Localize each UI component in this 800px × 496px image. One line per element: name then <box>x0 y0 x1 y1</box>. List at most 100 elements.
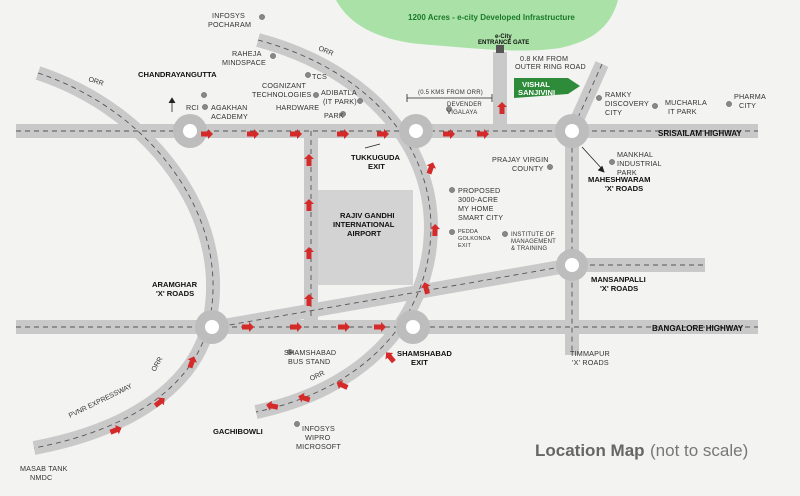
arrow <box>443 129 455 139</box>
mansanpalli-line2: 'X' ROADS <box>600 284 638 293</box>
chandrayangutta-label: CHANDRAYANGUTTA <box>138 70 217 79</box>
arrow <box>201 129 213 139</box>
shamshabad-line2: EXIT <box>411 358 428 367</box>
arrow <box>298 392 311 403</box>
arrow <box>337 129 349 139</box>
green-area-text: 1200 Acres - e-city Developed Infrastruc… <box>408 13 575 22</box>
chandrayangutta-roundabout <box>173 114 207 148</box>
orr-label-4: ORR <box>309 370 326 383</box>
maheshwaram-line2: 'X' ROADS <box>605 184 643 193</box>
arrow <box>338 322 350 332</box>
roundabouts <box>173 114 589 344</box>
arrow <box>266 400 279 411</box>
shamshabad-line1: SHAMSHABAD <box>397 349 452 358</box>
tukkuguda-line2: EXIT <box>368 162 385 171</box>
arrow <box>304 199 314 211</box>
annotations <box>168 94 605 173</box>
bangalore-highway-label: BANGALORE HIGHWAY <box>652 324 744 333</box>
arrow <box>304 247 314 259</box>
devender-line1: DEVENDER <box>447 102 482 108</box>
adibatla-line2: (IT PARK) <box>323 97 357 106</box>
route-arrows <box>109 102 507 435</box>
hardware-line1: HARDWARE <box>276 103 319 112</box>
distance-line2: OUTER RING ROAD <box>515 62 586 71</box>
gachibowli-label: GACHIBOWLI <box>213 427 263 436</box>
ramky-line1: RAMKY <box>605 90 632 99</box>
pharma-line2: CITY <box>739 101 756 110</box>
mucharla-line1: MUCHARLA <box>665 98 707 107</box>
masab-line1: MASAB TANK <box>20 464 68 473</box>
institute-line2: MANAGEMENT <box>511 239 556 245</box>
tcs-label: TCS <box>312 72 327 81</box>
pedda-line1: PEDDA <box>458 229 478 235</box>
arrow <box>420 282 431 295</box>
rci-label: RCI <box>186 103 199 112</box>
arrow <box>290 129 302 139</box>
proposed-line2: 3000-ACRE <box>458 195 498 204</box>
tukkuguda-line1: TUKKUGUDA <box>351 153 400 162</box>
mucharla-line2: IT PARK <box>668 107 697 116</box>
arrow <box>336 380 349 390</box>
vishal-sanjivini-tag <box>514 78 580 98</box>
pharma-line1: PHARMA <box>734 92 766 101</box>
mansanpalli-line1: MANSANPALLI <box>591 275 646 284</box>
bus-line1: SHAMSHABAD <box>284 348 336 357</box>
raheja-line1: RAHEJA <box>232 49 262 58</box>
tukkuguda-roundabout <box>399 114 433 148</box>
arrow <box>187 356 198 369</box>
arrow <box>304 294 314 306</box>
mankhal-line3: PARK <box>617 168 637 177</box>
mankhal-line2: INDUSTRIAL <box>617 159 662 168</box>
airport-line3: AIRPORT <box>347 229 382 238</box>
hardware-line2: PARK <box>324 111 344 120</box>
arrow <box>242 322 254 332</box>
vishal-line2: SANJIVINI <box>518 88 555 97</box>
map-title: Location Map <box>535 441 645 460</box>
prajay-line2: COUNTY <box>512 164 544 173</box>
agakhan-line1: AGAKHAN <box>211 103 248 112</box>
mankhal-line1: MANKHAL <box>617 150 653 159</box>
arrow <box>477 129 489 139</box>
ramky-line3: CITY <box>605 108 622 117</box>
ramky-line2: DISCOVERY <box>605 99 649 108</box>
srisailam-highway-label: SRISAILAM HIGHWAY <box>658 129 742 138</box>
maheshwaram-roundabout <box>555 114 589 148</box>
landmark-dots <box>201 14 732 427</box>
arrow <box>290 322 302 332</box>
distance-line1: 0.8 KM FROM <box>520 54 568 63</box>
adibatla-line1: ADIBATLA <box>321 88 357 97</box>
timmapur-line2: 'X' ROADS <box>572 358 609 367</box>
pedda-line2: GOLKONDA <box>458 236 491 242</box>
infosys-pocharam-line2: POCHARAM <box>208 20 251 29</box>
pedda-line3: EXIT <box>458 243 471 249</box>
timmapur-line1: TIMMAPUR <box>570 349 610 358</box>
proposed-line1: PROPOSED <box>458 186 500 195</box>
kms-from-orr: (0.5 KMS FROM ORR) <box>418 90 483 96</box>
map-subtitle: (not to scale) <box>650 441 748 460</box>
aramghar-line1: ARAMGHAR <box>152 280 198 289</box>
ecity-gate-line2: ENTRANCE GATE <box>478 40 529 46</box>
bus-line2: BUS STAND <box>288 357 330 366</box>
aramghar-roundabout <box>195 310 229 344</box>
infosys-wipro-line2: WIPRO <box>305 433 331 442</box>
ecity-gate-line1: e-City <box>495 34 512 40</box>
airport-area <box>318 190 413 285</box>
raheja-line2: MINDSPACE <box>222 58 266 67</box>
cognizant-line2: TECHNOLOGIES <box>252 90 312 99</box>
orr-label-3: ORR <box>151 356 165 373</box>
ramky-road <box>565 61 609 355</box>
infosys-pocharam-line1: INFOSYS <box>212 11 245 20</box>
proposed-line4: SMART CITY <box>458 213 503 222</box>
masab-line2: NMDC <box>30 473 52 482</box>
proposed-line3: MY HOME <box>458 204 494 213</box>
ecity-green-area <box>336 0 618 51</box>
institute-line1: INSTITUTE OF <box>511 232 555 238</box>
arrow <box>374 322 386 332</box>
aramghar-line2: 'X' ROADS <box>156 289 194 298</box>
arrow <box>247 129 259 139</box>
arrow <box>304 154 314 166</box>
vishal-line1: VISHAL <box>522 80 550 89</box>
arrow <box>385 352 396 364</box>
prajay-line1: PRAJAY VIRGIN <box>492 155 549 164</box>
